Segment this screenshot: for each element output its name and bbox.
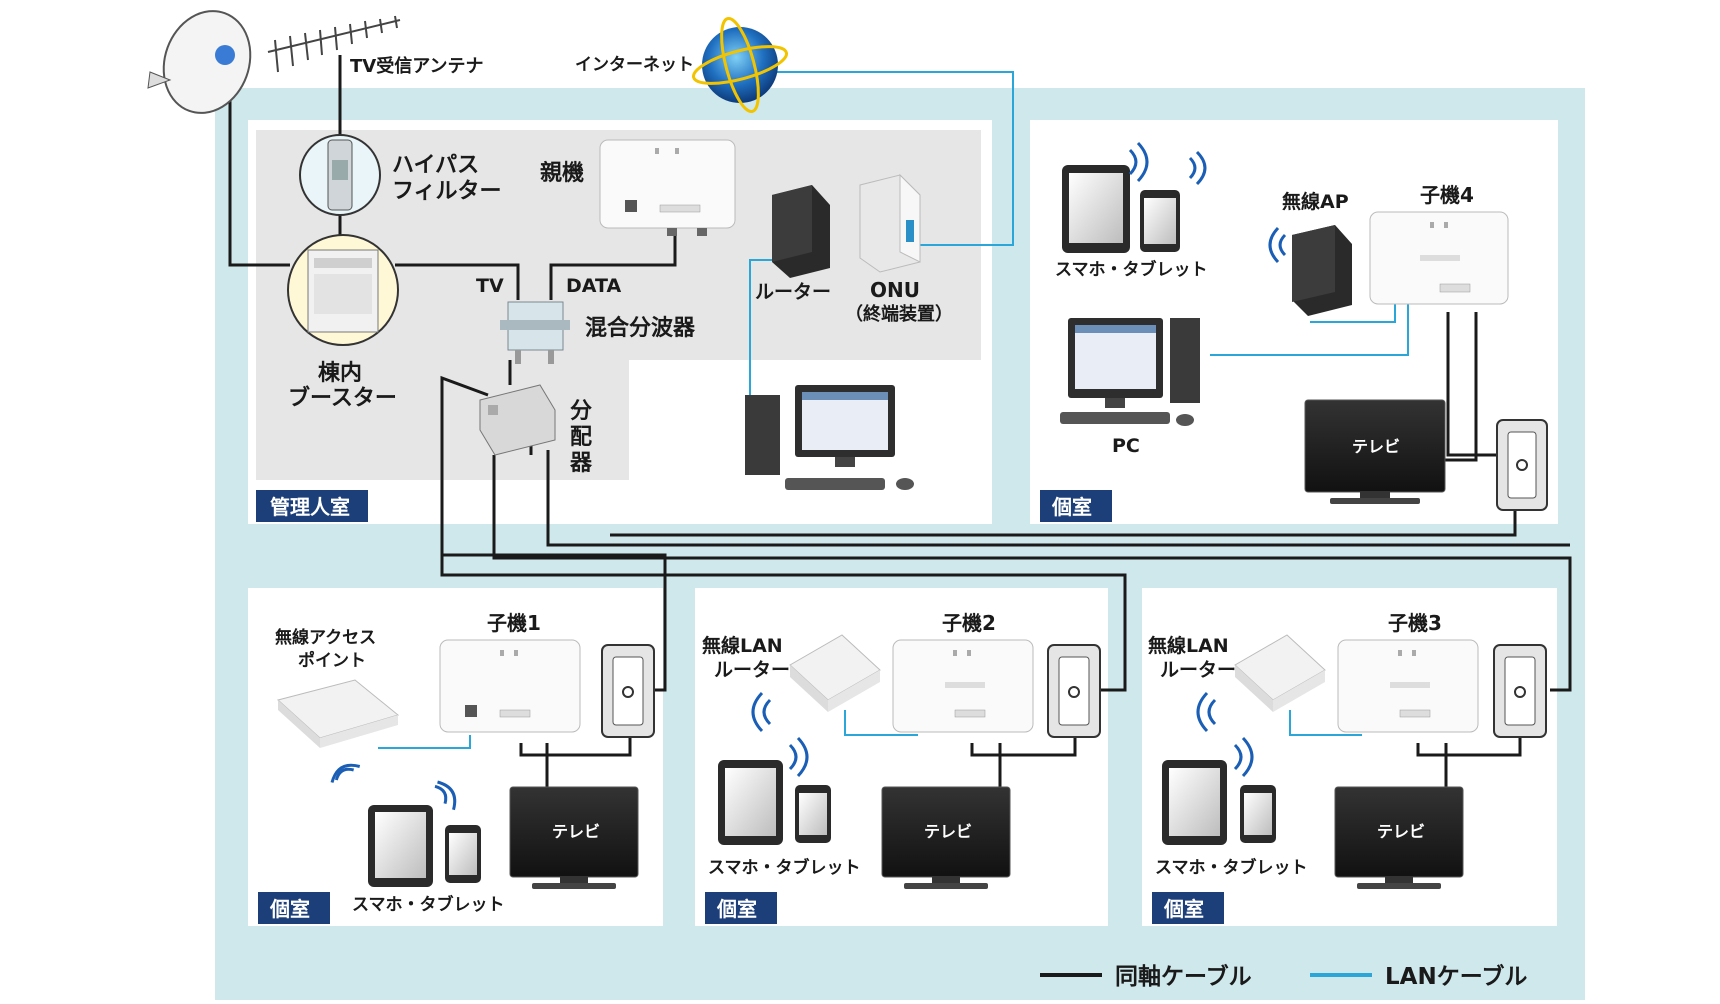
mixer-label: 混合分波器 bbox=[585, 315, 696, 341]
highpass-filter-icon bbox=[299, 134, 381, 216]
splitter-device bbox=[479, 384, 556, 456]
manager-room-tag: 管理人室 bbox=[256, 490, 368, 522]
booster-label-2: ブースター bbox=[288, 385, 397, 411]
child4-device bbox=[1369, 211, 1509, 305]
room2-wifi-icon bbox=[751, 691, 809, 778]
onu-label-2: （終端装置） bbox=[845, 303, 953, 325]
tv-antenna-icon bbox=[267, 15, 401, 73]
splitter-label-3: 器 bbox=[569, 451, 593, 476]
parent-unit-device bbox=[599, 139, 736, 236]
room3-wlan-label-1: 無線LAN bbox=[1148, 634, 1229, 657]
room2-tag: 個室 bbox=[705, 892, 777, 924]
room3-wall-outlet bbox=[1493, 644, 1547, 738]
legend-lan-label: LANケーブル bbox=[1385, 963, 1527, 990]
room2-smartphone-label: スマホ・タブレット bbox=[708, 857, 861, 878]
manager-pc-icon bbox=[745, 385, 914, 490]
splitter-label-1: 分 bbox=[570, 399, 592, 424]
child3-device bbox=[1337, 639, 1479, 733]
room3-wlan-router-device bbox=[1234, 634, 1326, 712]
room2-wlan-label-1: 無線LAN bbox=[702, 634, 783, 657]
svg-text:管理人室: 管理人室 bbox=[270, 495, 350, 519]
onu-device bbox=[859, 173, 921, 273]
room4-wifi-icon bbox=[1128, 141, 1287, 264]
svg-text:テレビ: テレビ bbox=[1377, 822, 1425, 841]
child2-label: 子機2 bbox=[942, 611, 996, 635]
room3-smartphone-label: スマホ・タブレット bbox=[1155, 857, 1308, 878]
room4-tag: 個室 bbox=[1040, 490, 1112, 522]
room3-wifi-icon bbox=[1196, 691, 1254, 778]
wireless-ap-label: 無線AP bbox=[1282, 190, 1349, 213]
legend-coax-label: 同軸ケーブル bbox=[1115, 963, 1252, 990]
room2-wlan-router-device bbox=[789, 634, 881, 712]
room4-smartphone-label: スマホ・タブレット bbox=[1055, 259, 1208, 280]
booster-icon bbox=[287, 234, 399, 346]
svg-text:個室: 個室 bbox=[1051, 495, 1092, 519]
room2-tv-icon: テレビ bbox=[881, 786, 1011, 889]
room2-tablet-icon bbox=[718, 760, 831, 845]
room2-wall-outlet bbox=[1047, 644, 1101, 738]
child1-device bbox=[439, 639, 581, 733]
room3-tablet-icon bbox=[1162, 760, 1276, 845]
antenna-label: TV受信アンテナ bbox=[350, 55, 484, 77]
svg-text:テレビ: テレビ bbox=[924, 822, 972, 841]
highpass-label-1: ハイパス bbox=[392, 153, 479, 178]
onu-label-1: ONU bbox=[870, 278, 920, 302]
room2-wlan-label-2: ルーター bbox=[714, 659, 790, 681]
mixer-device bbox=[500, 301, 570, 364]
child4-label: 子機4 bbox=[1420, 183, 1474, 207]
room4-pc-icon bbox=[1060, 318, 1200, 426]
globe-icon bbox=[691, 16, 789, 114]
room4-wall-outlet bbox=[1496, 419, 1548, 511]
tv-port-label: TV bbox=[476, 275, 504, 297]
room4-tablet-icon bbox=[1062, 165, 1180, 253]
room1-tablet-icon bbox=[368, 805, 481, 887]
room1-wap-label-2: ポイント bbox=[298, 650, 366, 671]
pc-label: PC bbox=[1112, 435, 1140, 457]
room1-tag: 個室 bbox=[258, 892, 330, 924]
parent-unit-label: 親機 bbox=[540, 161, 584, 186]
room1-wap-device bbox=[276, 679, 400, 748]
room1-wall-outlet bbox=[601, 644, 655, 738]
room1-wap-label-1: 無線アクセス bbox=[275, 627, 376, 648]
highpass-label-2: フィルター bbox=[392, 179, 502, 204]
booster-label-1: 棟内 bbox=[318, 360, 362, 386]
svg-text:個室: 個室 bbox=[269, 897, 310, 921]
svg-text:個室: 個室 bbox=[716, 897, 757, 921]
child3-label: 子機3 bbox=[1388, 611, 1442, 635]
room3-tag: 個室 bbox=[1152, 892, 1224, 924]
room1-tv-icon: テレビ bbox=[509, 786, 639, 889]
room1-wifi-icon bbox=[330, 763, 457, 811]
router-label: ルーター bbox=[755, 281, 831, 303]
svg-text:テレビ: テレビ bbox=[1352, 437, 1400, 456]
wireless-ap-device bbox=[1292, 225, 1352, 316]
room3-tv-icon: テレビ bbox=[1334, 786, 1464, 889]
child2-device bbox=[892, 639, 1034, 733]
data-port-label: DATA bbox=[566, 275, 621, 297]
room1-smartphone-label: スマホ・タブレット bbox=[352, 894, 505, 915]
svg-text:個室: 個室 bbox=[1163, 897, 1204, 921]
room4-tv-icon: テレビ bbox=[1304, 399, 1446, 504]
room3-wlan-label-2: ルーター bbox=[1160, 659, 1236, 681]
internet-label: インターネット bbox=[575, 55, 694, 75]
child1-label: 子機1 bbox=[487, 611, 541, 635]
svg-text:テレビ: テレビ bbox=[552, 822, 600, 841]
router-device bbox=[772, 185, 830, 278]
satellite-dish-icon bbox=[147, 10, 252, 114]
splitter-label-2: 配 bbox=[570, 425, 592, 450]
legend: 同軸ケーブル LANケーブル bbox=[1040, 963, 1527, 990]
